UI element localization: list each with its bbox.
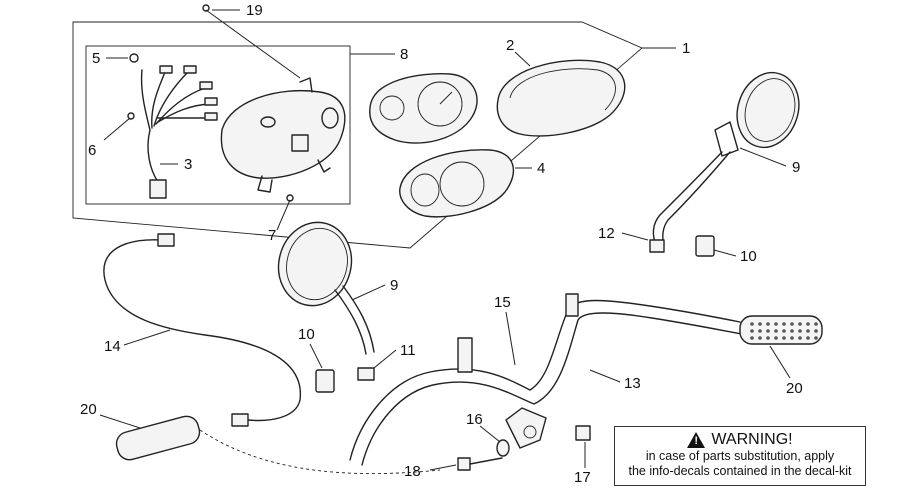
callout-9a: 9 <box>792 159 800 176</box>
subassembly-box-8 <box>85 45 351 205</box>
grip-texture-dot <box>774 336 778 340</box>
callout-16: 16 <box>466 411 483 428</box>
grip-texture-dot <box>750 322 754 326</box>
callout-2: 2 <box>506 37 514 54</box>
leader-18 <box>429 464 457 471</box>
callout-20b: 20 <box>786 380 803 397</box>
mirror-left <box>277 221 375 381</box>
washer-16 <box>496 439 510 457</box>
callout-6: 6 <box>88 142 96 159</box>
nut-17 <box>575 425 591 441</box>
callout-5: 5 <box>92 50 100 67</box>
callout-1: 1 <box>682 40 690 57</box>
grip-texture-dot <box>750 329 754 333</box>
mirror-right <box>649 71 800 253</box>
screw-7 <box>286 194 294 202</box>
leader-10b <box>309 343 323 369</box>
callout-4: 4 <box>537 160 545 177</box>
grip-texture-dot <box>766 336 770 340</box>
leader-6 <box>103 117 131 141</box>
grip-texture-dot <box>798 322 802 326</box>
grip-texture-dot <box>782 322 786 326</box>
callout-18: 18 <box>404 463 421 480</box>
dial-face <box>369 73 478 144</box>
leader-16 <box>479 425 501 443</box>
bolt-18 <box>457 457 503 471</box>
leader-20a <box>99 414 141 429</box>
leader-15 <box>505 311 516 366</box>
grip-right <box>739 315 823 345</box>
grip-texture-dot <box>806 336 810 340</box>
leader-20b <box>769 345 791 379</box>
callout-7: 7 <box>268 227 276 244</box>
grip-texture-dot <box>798 336 802 340</box>
callout-11: 11 <box>400 342 416 359</box>
grip-texture-dot <box>766 329 770 333</box>
warning-text-line-2: the info-decals contained in the decal-k… <box>628 464 852 478</box>
grip-texture-dot <box>790 322 794 326</box>
grip-texture-dot <box>806 329 810 333</box>
handlebar <box>349 293 743 466</box>
leader-10a <box>713 249 737 257</box>
callout-17: 17 <box>574 469 591 486</box>
grip-texture-dot <box>758 336 762 340</box>
callout-10b: 10 <box>298 326 315 343</box>
grip-texture-dot <box>806 322 810 326</box>
spacer-10-left <box>315 369 335 393</box>
callout-14: 14 <box>104 338 121 355</box>
leader-12 <box>621 232 649 241</box>
callout-10a: 10 <box>740 248 757 265</box>
grip-texture-dot <box>814 336 818 340</box>
callout-3: 3 <box>184 156 192 173</box>
guide-line <box>199 429 441 475</box>
leader-14 <box>123 329 171 346</box>
warning-triangle-icon: ! <box>687 432 706 448</box>
spacer-10-right <box>695 235 715 257</box>
screw-6 <box>127 112 135 120</box>
grip-texture-dot <box>790 329 794 333</box>
callout-8: 8 <box>400 46 408 63</box>
warning-title: WARNING! <box>711 431 793 448</box>
instrument-lens <box>496 59 626 137</box>
callout-20a: 20 <box>80 401 97 418</box>
grip-texture-dot <box>814 322 818 326</box>
leader-19-b <box>205 9 301 79</box>
wiring-harness <box>129 53 218 199</box>
grip-texture-dot <box>814 329 818 333</box>
leader-13 <box>589 369 621 383</box>
grip-texture-dot <box>790 336 794 340</box>
brake-cable <box>103 233 301 427</box>
grip-texture-dot <box>766 322 770 326</box>
grip-texture-dot <box>782 336 786 340</box>
leader-11 <box>373 349 397 369</box>
warning-title-row: ! WARNING! <box>615 431 865 449</box>
grip-texture-dot <box>750 336 754 340</box>
screw-19 <box>202 4 210 12</box>
leader-9b <box>351 284 386 301</box>
warning-text-line-1: in case of parts substitution, apply <box>645 449 835 463</box>
leader-2 <box>514 51 531 67</box>
grip-texture-dot <box>782 329 786 333</box>
warning-box: ! WARNING! in case of parts substitution… <box>614 426 866 486</box>
grip-texture-dot <box>758 329 762 333</box>
callout-19: 19 <box>246 2 263 19</box>
assembly-frame <box>72 21 643 249</box>
grip-texture-dot <box>774 329 778 333</box>
callout-15: 15 <box>494 294 511 311</box>
grip-texture-dot <box>798 329 802 333</box>
instrument-cover <box>399 149 515 218</box>
callout-12: 12 <box>598 225 615 242</box>
leader-9a <box>739 147 787 167</box>
grip-texture-dot <box>758 322 762 326</box>
leader-7 <box>276 199 291 231</box>
instrument-housing <box>220 77 346 193</box>
grip-texture-dot <box>774 322 778 326</box>
grip-left <box>115 415 201 461</box>
callout-13: 13 <box>624 375 641 392</box>
callout-9b: 9 <box>390 277 398 294</box>
